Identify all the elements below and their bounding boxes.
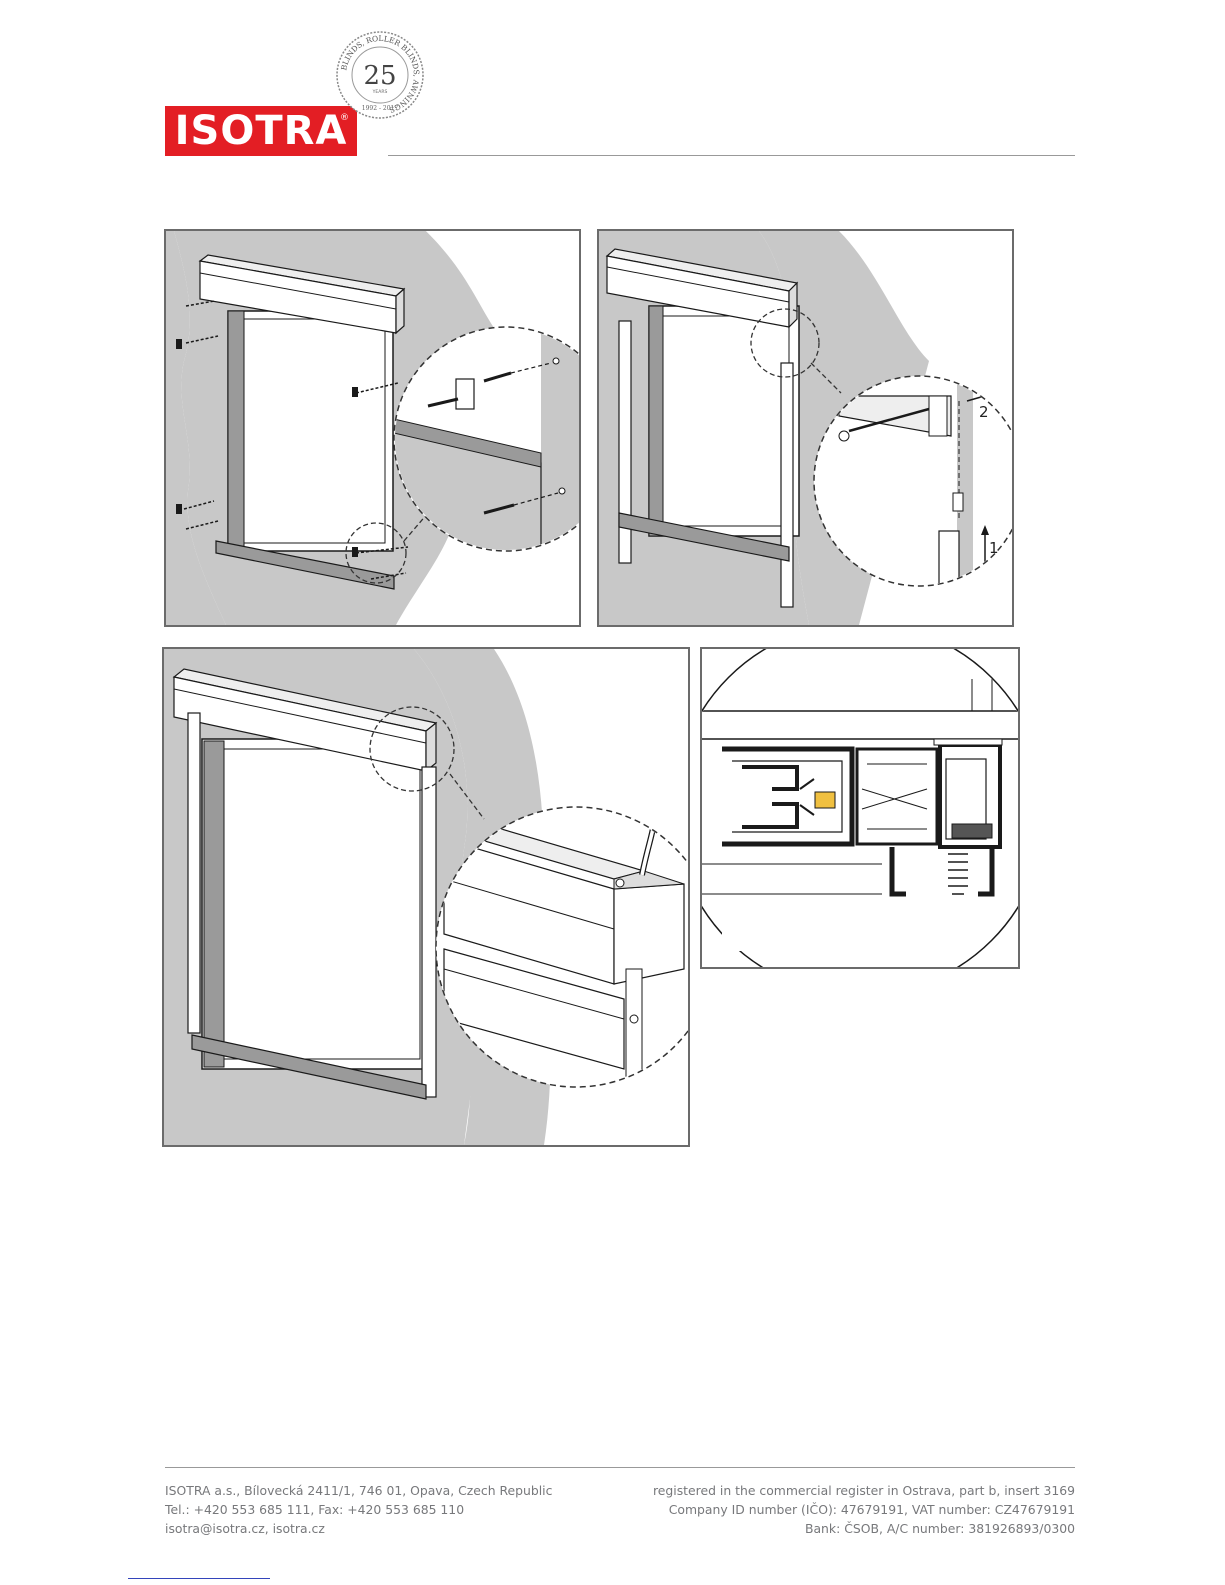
footer-address: ISOTRA a.s., Bílovecká 2411/1, 746 01, O… bbox=[165, 1483, 553, 1498]
anniversary-seal-icon: BLINDS, ROLLER BLINDS, AWNINGS 25 YEARS … bbox=[336, 31, 424, 119]
header-divider bbox=[388, 155, 1075, 156]
footer-phone-fax: Tel.: +420 553 685 111, Fax: +420 553 68… bbox=[165, 1502, 465, 1517]
cross-section-illustration bbox=[702, 649, 1018, 967]
figure-panel-cross-section bbox=[700, 647, 1020, 969]
assembly-illustration bbox=[164, 649, 688, 1145]
step-number-1: 1 bbox=[989, 539, 999, 557]
figure-panel-guide-rails: 1 2 bbox=[597, 229, 1014, 627]
logo-registered-mark: ® bbox=[340, 113, 349, 123]
seal-number: 25 bbox=[363, 61, 396, 91]
guide-rails-illustration: 1 2 bbox=[599, 231, 1012, 625]
footer-company-contact: ISOTRA a.s., Bílovecká 2411/1, 746 01, O… bbox=[165, 1481, 552, 1538]
anchoring-illustration bbox=[166, 231, 579, 625]
seal-dates: 1992 - 2017 bbox=[362, 105, 399, 112]
isotra-logo: ISOTRA ® bbox=[165, 106, 357, 156]
footer-email-web: isotra@isotra.cz, isotra.cz bbox=[165, 1521, 325, 1536]
figure-panel-assembly bbox=[162, 647, 690, 1147]
bottom-link-underline bbox=[128, 1578, 270, 1579]
footer-bank: Bank: ČSOB, A/C number: 381926893/0300 bbox=[804, 1521, 1075, 1536]
footer-registration-info: registered in the commercial register in… bbox=[653, 1481, 1075, 1538]
step-number-2: 2 bbox=[979, 403, 989, 421]
footer-register: registered in the commercial register in… bbox=[652, 1483, 1075, 1498]
logo-text: ISOTRA bbox=[174, 108, 348, 154]
seal-years: YEARS bbox=[372, 89, 388, 95]
footer-divider bbox=[165, 1467, 1075, 1468]
footer-company-id: Company ID number (IČO): 47679191, VAT n… bbox=[668, 1502, 1075, 1517]
figure-panel-anchoring bbox=[164, 229, 581, 627]
